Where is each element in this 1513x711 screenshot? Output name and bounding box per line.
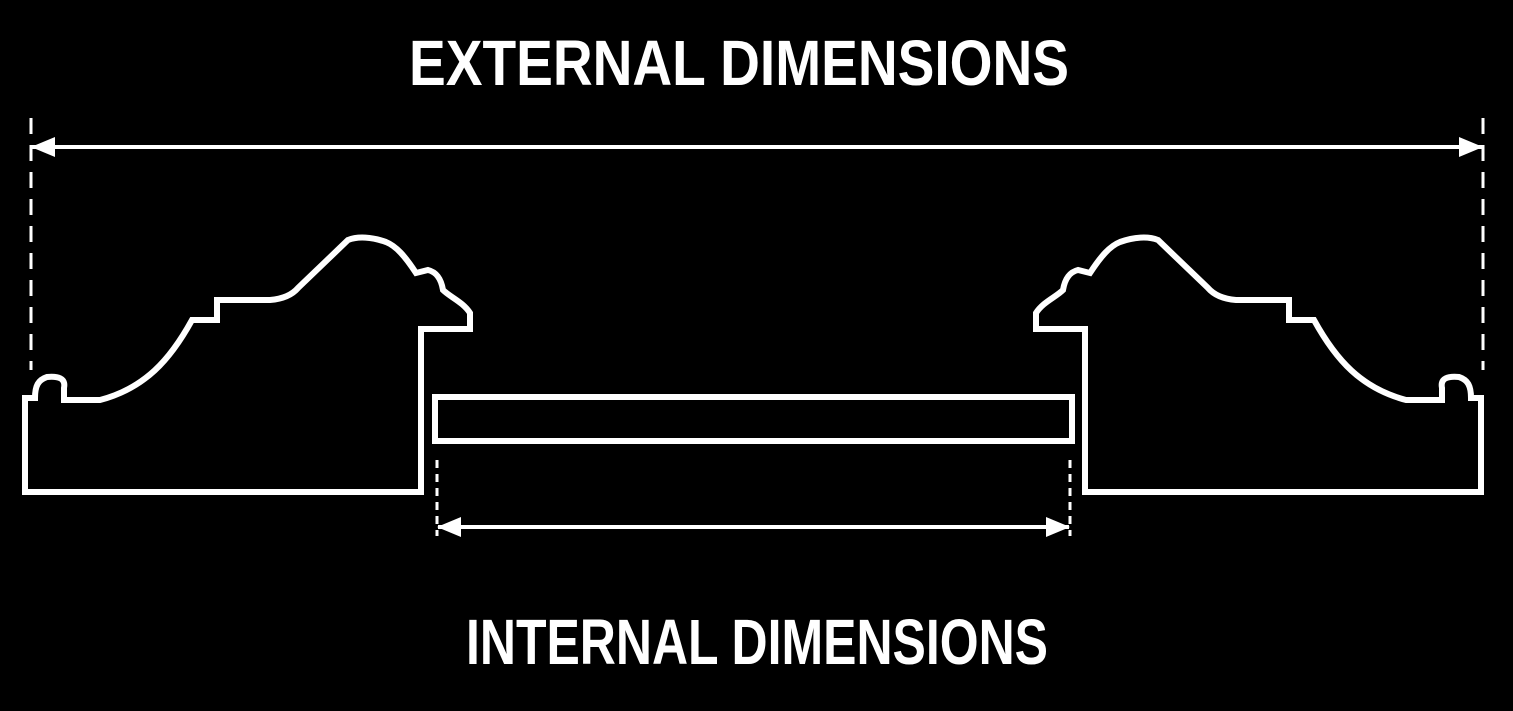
glass-panel [432,394,1075,444]
external-dimensions-label: EXTERNAL DIMENSIONS [409,27,1069,99]
left-frame-profile [22,234,473,495]
right-frame-profile-group [1033,234,1484,495]
internal-dimensions-label: INTERNAL DIMENSIONS [466,606,1048,678]
right-frame-profile [1033,234,1484,495]
